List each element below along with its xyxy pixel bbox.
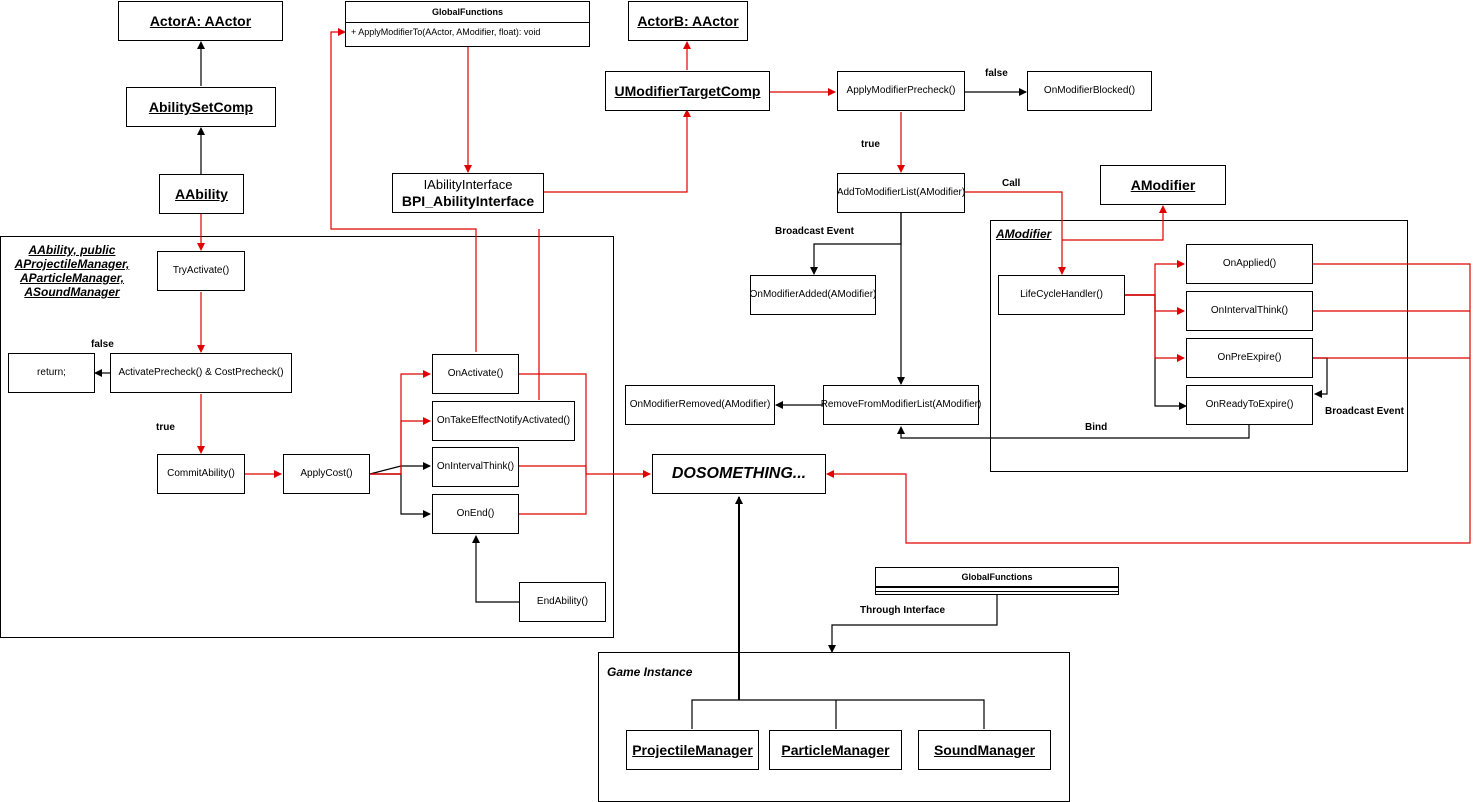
- ability-interface-node[interactable]: IAbilityInterface BPI_AbilityInterface: [392, 173, 544, 213]
- aability-node[interactable]: AAbility: [159, 174, 244, 214]
- label-broadcast-event-2: Broadcast Event: [1325, 406, 1404, 417]
- edge-lifecycle-amodifier: [1062, 205, 1167, 241]
- edge-applycost-onactivate: [370, 370, 431, 475]
- on-interval-think-modifier-node[interactable]: OnIntervalThink(): [1186, 291, 1313, 331]
- edge-interface-target: [544, 109, 691, 193]
- edge-applycost-oninterval: [369, 462, 431, 475]
- ability-set-comp-node[interactable]: AbilitySetComp: [126, 87, 276, 127]
- interface-name: IAbilityInterface: [423, 177, 513, 192]
- particle-manager-node[interactable]: ParticleManager: [769, 730, 902, 770]
- modifier-container: [990, 220, 1408, 472]
- umodifier-target-comp-node[interactable]: UModifierTargetComp: [605, 71, 770, 111]
- label-broadcast-event-1: Broadcast Event: [775, 226, 854, 237]
- edge-managers-bus: [691, 699, 985, 729]
- sound-manager-node[interactable]: SoundManager: [918, 730, 1051, 770]
- actor-a-node[interactable]: ActorA: AActor: [118, 1, 283, 41]
- global-functions-2-title: GlobalFunctions: [876, 568, 1118, 587]
- global-functions-2-class[interactable]: GlobalFunctions: [875, 567, 1119, 595]
- apply-cost-node[interactable]: ApplyCost(): [283, 454, 370, 494]
- global-functions-2-divider: [876, 587, 1118, 591]
- game-instance-title: Game Instance: [607, 665, 693, 679]
- on-applied-node[interactable]: OnApplied(): [1186, 244, 1313, 284]
- remove-from-modifier-list-node[interactable]: RemoveFromModifierList(AModifier): [821, 385, 981, 425]
- edge-globalfunctions2-gameinstance: [828, 595, 998, 653]
- label-false-ability: false: [91, 339, 114, 350]
- edge-applycost-onend: [370, 473, 431, 518]
- try-activate-node[interactable]: TryActivate(): [157, 251, 245, 291]
- edge-addto-onadded: [810, 213, 902, 275]
- ability-container-title: AAbility, public AProjectileManager, APa…: [14, 243, 130, 299]
- amodifier-node[interactable]: AModifier: [1100, 165, 1226, 205]
- actor-b-node[interactable]: ActorB: AActor: [628, 1, 748, 41]
- on-activate-node[interactable]: OnActivate(): [432, 354, 519, 394]
- on-take-effect-notify-activated-node[interactable]: OnTakeEffectNotifyActivated(): [432, 401, 575, 441]
- edge-onactivate-dosomething: [519, 373, 651, 478]
- edge-oninterval-dosomething: [519, 465, 587, 474]
- edge-onreadytoexpire-remove: [897, 425, 1250, 439]
- on-pre-expire-node[interactable]: OnPreExpire(): [1186, 338, 1313, 378]
- on-modifier-removed-node[interactable]: OnModifierRemoved(AModifier): [625, 385, 775, 425]
- global-functions-2-divider-bottom: [876, 591, 1118, 592]
- label-through-interface: Through Interface: [860, 605, 946, 616]
- apply-modifier-precheck-node[interactable]: ApplyModifierPrecheck(): [837, 71, 965, 111]
- label-true-ability: true: [156, 422, 175, 433]
- edge-addto-lifecycle: [965, 191, 1066, 275]
- global-functions-class[interactable]: GlobalFunctions + ApplyModifierTo(AActor…: [345, 1, 590, 47]
- activate-precheck-node[interactable]: ActivatePrecheck() & CostPrecheck(): [110, 353, 292, 393]
- edge-endability-onend: [472, 535, 519, 603]
- edge-onactivate-globalfunctions: [330, 28, 477, 352]
- edge-lifecycle-onapplied: [1125, 260, 1185, 296]
- label-bind: Bind: [1085, 422, 1108, 433]
- projectile-manager-node[interactable]: ProjectileManager: [626, 730, 759, 770]
- on-modifier-added-node[interactable]: OnModifierAdded(AModifier): [750, 275, 876, 315]
- end-ability-node[interactable]: EndAbility(): [519, 582, 606, 622]
- commit-ability-node[interactable]: CommitAbility(): [157, 454, 245, 494]
- do-something-node[interactable]: DOSOMETHING...: [652, 454, 826, 494]
- label-call: Call: [1002, 178, 1021, 189]
- add-to-modifier-list-node[interactable]: AddToModifierList(AModifier): [837, 173, 965, 213]
- edge-lifecycle-onpreexpire: [1125, 294, 1185, 362]
- label-false-modifier: false: [985, 68, 1008, 79]
- edge-modifier-events-dosomething: [826, 263, 1471, 544]
- on-end-node[interactable]: OnEnd(): [432, 494, 519, 534]
- on-ready-to-expire-node[interactable]: OnReadyToExpire(): [1186, 385, 1313, 425]
- edge-onend-dosomething: [519, 474, 587, 515]
- on-interval-think-ability-node[interactable]: OnIntervalThink(): [432, 447, 519, 487]
- global-functions-method: + ApplyModifierTo(AActor, AModifier, flo…: [351, 27, 541, 37]
- modifier-container-title: AModifier: [996, 227, 1052, 241]
- edge-onpreexpire-onreadytoexpire: [1313, 357, 1328, 398]
- return-node[interactable]: return;: [8, 353, 95, 393]
- ability-container: [0, 236, 614, 638]
- global-functions-class-title: GlobalFunctions: [346, 2, 589, 23]
- label-true-modifier: true: [861, 139, 880, 150]
- edge-applycost-ontakeeffect: [370, 417, 431, 475]
- blueprint-interface-name: BPI_AbilityInterface: [401, 193, 535, 209]
- on-modifier-blocked-node[interactable]: OnModifierBlocked(): [1027, 71, 1152, 111]
- lifecycle-handler-node[interactable]: LifeCycleHandler(): [998, 275, 1125, 315]
